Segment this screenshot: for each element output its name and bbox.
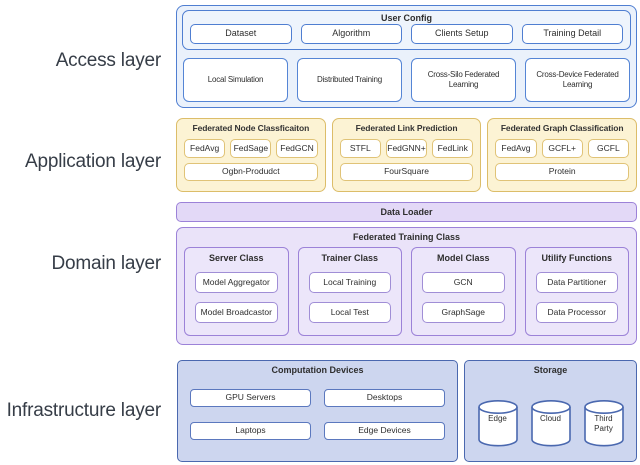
model-class-box: Model Class GCN GraphSage bbox=[411, 247, 516, 336]
federated-training-class-title: Federated Training Class bbox=[352, 232, 461, 242]
model-broadcastor-button: Model Broadcastor bbox=[195, 302, 278, 323]
fedlink-button: FedLink bbox=[432, 139, 474, 158]
devices-grid: GPU Servers Desktops Laptops Edge Device… bbox=[190, 389, 445, 440]
desktops-button: Desktops bbox=[324, 389, 445, 407]
group-title: Federated Link Prediction bbox=[355, 123, 458, 133]
user-config-title: User Config bbox=[380, 13, 432, 23]
server-class-box: Server Class Model Aggregator Model Broa… bbox=[184, 247, 289, 336]
sub-group-title: Model Class bbox=[436, 253, 490, 263]
application-layer-row: Federated Node Classficaiton FedAvg FedS… bbox=[176, 118, 638, 192]
sub-group-title: Trainer Class bbox=[321, 253, 379, 263]
federated-node-classification-box: Federated Node Classficaiton FedAvg FedS… bbox=[176, 118, 326, 192]
local-test-button: Local Test bbox=[308, 302, 391, 323]
trainer-class-box: Trainer Class Local Training Local Test bbox=[297, 247, 402, 336]
ogbn-products-dataset-bar: Ogbn-Produdct bbox=[184, 163, 318, 181]
gcfl-plus-button: GCFL+ bbox=[541, 139, 583, 158]
gcn-button: GCN bbox=[422, 272, 505, 293]
data-partitioner-button: Data Partitioner bbox=[535, 272, 618, 293]
infrastructure-layer-label: Infrastructure layer bbox=[6, 400, 162, 421]
application-layer-label: Application layer bbox=[24, 151, 161, 172]
cross-silo-fl-box: Cross-Silo Federated Learning bbox=[411, 58, 516, 102]
cylinder-label: Third Party bbox=[594, 414, 613, 433]
stfl-button: STFL bbox=[339, 139, 381, 158]
training-class-groups-row: Server Class Model Aggregator Model Broa… bbox=[184, 247, 629, 336]
user-config-row: Dataset Algorithm Clients Setup Training… bbox=[190, 24, 623, 44]
algorithm-button: Algorithm bbox=[300, 24, 402, 44]
cross-device-fl-box: Cross-Device Federated Learning bbox=[525, 58, 630, 102]
gcfl-button: GCFL bbox=[587, 139, 629, 158]
cloud-storage-cylinder: Cloud bbox=[530, 399, 572, 447]
distributed-training-box: Distributed Training bbox=[297, 58, 402, 102]
dataset-button: Dataset bbox=[190, 24, 292, 44]
laptops-button: Laptops bbox=[190, 422, 311, 440]
group-title: Federated Node Classficaiton bbox=[192, 123, 310, 133]
sub-group-title: Utilify Functions bbox=[541, 253, 613, 263]
fedsage-button: FedSage bbox=[230, 139, 272, 158]
model-aggregator-button: Model Aggregator bbox=[195, 272, 278, 293]
local-simulation-box: Local Simulation bbox=[183, 58, 288, 102]
federated-training-class-box: Federated Training Class Server Class Mo… bbox=[176, 227, 637, 345]
gpu-servers-button: GPU Servers bbox=[190, 389, 311, 407]
database-icon bbox=[583, 400, 624, 447]
storage-box: Storage Edge Cloud bbox=[464, 360, 637, 462]
local-training-button: Local Training bbox=[308, 272, 391, 293]
database-icon bbox=[530, 400, 571, 447]
cylinder-label: Edge bbox=[488, 414, 507, 423]
database-icon bbox=[477, 400, 518, 447]
methods-row: STFL FedGNN+ FedLink bbox=[339, 139, 474, 158]
data-loader-bar: Data Loader bbox=[176, 202, 637, 222]
data-processor-button: Data Processor bbox=[535, 302, 618, 323]
edge-devices-button: Edge Devices bbox=[324, 422, 445, 440]
user-config-box: User Config Dataset Algorithm Clients Se… bbox=[182, 10, 631, 50]
graphsage-button: GraphSage bbox=[422, 302, 505, 323]
storage-cylinders-row: Edge Cloud Third Party bbox=[473, 399, 628, 447]
sub-group-title: Server Class bbox=[208, 253, 264, 263]
domain-layer-label: Domain layer bbox=[51, 253, 161, 274]
training-detail-button: Training Detail bbox=[521, 24, 623, 44]
third-party-storage-cylinder: Third Party bbox=[583, 399, 625, 447]
federated-graph-classification-box: Federated Graph Classification FedAvg GC… bbox=[487, 118, 638, 192]
methods-row: FedAvg GCFL+ GCFL bbox=[495, 139, 629, 158]
group-title: Federated Graph Classification bbox=[500, 123, 624, 133]
storage-title: Storage bbox=[533, 365, 568, 375]
fedgnn-button: FedGNN+ bbox=[385, 139, 428, 158]
federated-link-prediction-box: Federated Link Prediction STFL FedGNN+ F… bbox=[331, 118, 482, 192]
fedgcn-button: FedGCN bbox=[276, 139, 318, 158]
training-modes-row: Local Simulation Distributed Training Cr… bbox=[183, 58, 630, 102]
edge-storage-cylinder: Edge bbox=[477, 399, 519, 447]
clients-setup-button: Clients Setup bbox=[411, 24, 513, 44]
foursquare-dataset-bar: FourSquare bbox=[339, 163, 474, 181]
fedavg-button: FedAvg bbox=[495, 139, 537, 158]
computation-devices-box: Computation Devices GPU Servers Desktops… bbox=[177, 360, 458, 462]
methods-row: FedAvg FedSage FedGCN bbox=[184, 139, 318, 158]
access-layer-label: Access layer bbox=[55, 50, 162, 71]
access-layer-box: User Config Dataset Algorithm Clients Se… bbox=[176, 5, 637, 108]
cylinder-label: Cloud bbox=[540, 414, 561, 423]
fedavg-button: FedAvg bbox=[184, 139, 226, 158]
utility-functions-box: Utilify Functions Data Partitioner Data … bbox=[524, 247, 629, 336]
protein-dataset-bar: Protein bbox=[495, 163, 630, 181]
computation-devices-title: Computation Devices bbox=[271, 365, 364, 375]
